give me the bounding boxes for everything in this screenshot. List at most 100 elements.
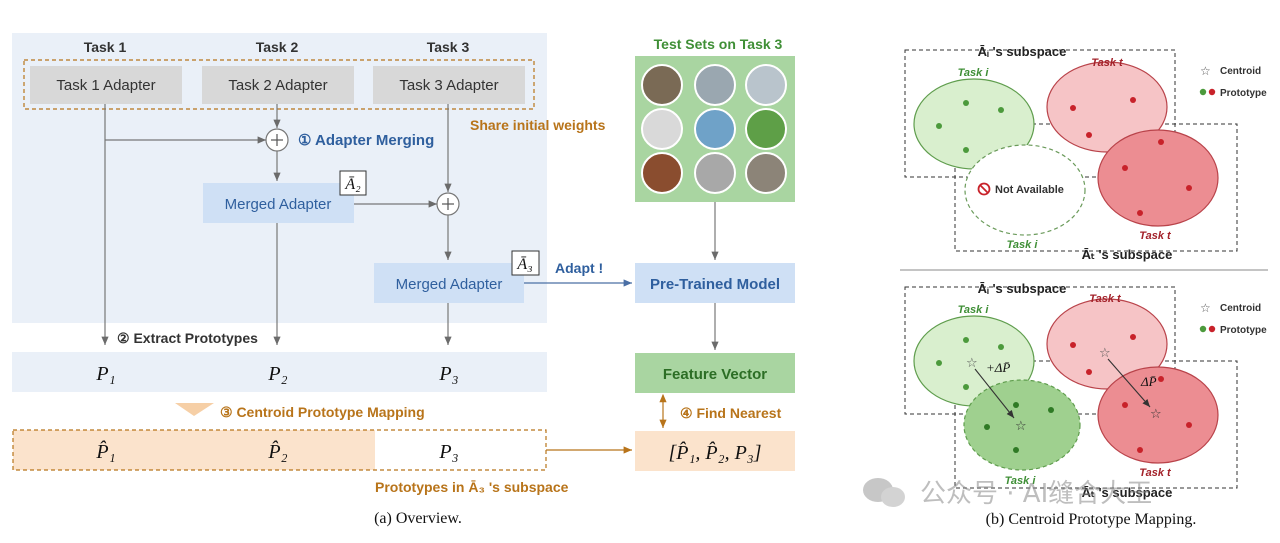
share-weights-label: Share initial weights xyxy=(470,117,606,133)
test-image-grid xyxy=(641,64,787,194)
prototype-dot xyxy=(963,337,969,343)
mapped-p3: P₃ xyxy=(438,441,458,463)
prototype-dot xyxy=(1122,165,1128,171)
task-t-label-top: Task t xyxy=(1091,57,1124,69)
prototype-dot xyxy=(936,360,942,366)
prototype-p3: P₃ xyxy=(438,363,458,385)
prototype-dot xyxy=(936,123,942,129)
test-image-dog xyxy=(694,64,736,106)
task-t-label-bottom-2: Task t xyxy=(1139,467,1172,479)
not-available-region xyxy=(964,144,1086,236)
prototype-dot xyxy=(1070,105,1076,111)
merged-adapter-1-box xyxy=(203,183,354,223)
prototype-legend-green-dot xyxy=(1199,88,1207,96)
test-image-deer xyxy=(641,108,683,150)
merged-adapter-2-box xyxy=(374,263,524,303)
prototype-dot xyxy=(1070,342,1076,348)
task3-adapter-box xyxy=(373,66,525,104)
centroid-star-icon: ☆ xyxy=(1150,407,1162,422)
not-available-label: Not Available xyxy=(995,184,1064,196)
task-t-label-top-2: Task t xyxy=(1139,230,1172,242)
prototype-dot xyxy=(1158,139,1164,145)
subspace-i-label-top: Āᵢ 's subspace xyxy=(978,44,1067,59)
subspace-t-label-bottom: Āₜ 's subspace xyxy=(1082,485,1173,500)
prototype-dot xyxy=(963,384,969,390)
task-t-cluster-top-mapped xyxy=(1097,129,1219,227)
legend-prototype-top: Prototype xyxy=(1220,88,1267,99)
wechat-watermark: 公众号 · AI缝合大王 xyxy=(863,478,1152,509)
caption-a: (a) Overview. xyxy=(374,510,462,527)
task-i-label-top-2: Task i xyxy=(1007,239,1039,251)
centroid-star-icon: ☆ xyxy=(966,356,978,371)
subspace-caption: Prototypes in Ā₃ 's subspace xyxy=(375,479,569,495)
task-header-1: Task 1 xyxy=(84,39,127,55)
delta-plus-label: +ΔP̄ xyxy=(986,360,1010,375)
centroid-star-icon: ☆ xyxy=(1015,419,1027,434)
mapped-p2: P̂₂ xyxy=(267,440,287,463)
prototype-dot xyxy=(1137,210,1143,216)
task-i-label-bottom-2: Task i xyxy=(1005,475,1037,487)
prototype-dot xyxy=(963,147,969,153)
test-image-car xyxy=(694,152,736,194)
prototype-dot xyxy=(998,344,1004,350)
prototype-dot xyxy=(1130,334,1136,340)
task-header-3: Task 3 xyxy=(427,39,470,55)
a2-symbol-box xyxy=(339,170,367,196)
prototype-dot xyxy=(1048,407,1054,413)
prototype-legend-red-dot xyxy=(1208,88,1216,96)
pretrained-model-label: Pre-Trained Model xyxy=(650,276,780,293)
subspace-i-label-bottom: Āᵢ 's subspace xyxy=(978,281,1067,296)
test-sets-title: Test Sets on Task 3 xyxy=(654,36,783,52)
task2-adapter-label: Task 2 Adapter xyxy=(228,77,327,94)
prototype-dot xyxy=(1186,185,1192,191)
test-image-horse xyxy=(641,152,683,194)
step3-centroid-mapping: ③ Centroid Prototype Mapping xyxy=(220,404,425,420)
prototype-dot xyxy=(1158,376,1164,382)
test-image-cat xyxy=(641,64,683,106)
test-image-frog xyxy=(745,108,787,150)
feature-vector-box xyxy=(635,353,795,393)
prototype-row-background xyxy=(12,352,547,392)
a3-symbol: Ā₃ xyxy=(516,256,532,273)
step4-find-nearest: ④ Find Nearest xyxy=(680,405,782,421)
prototype-legend-green-dot xyxy=(1199,325,1207,333)
prototype-dot xyxy=(1013,447,1019,453)
a3-symbol-box xyxy=(511,250,540,276)
step2-extract-prototypes: ② Extract Prototypes xyxy=(117,330,258,346)
centroid-star-icon: ☆ xyxy=(1099,346,1111,361)
prototype-p1: P₁ xyxy=(95,363,115,385)
test-image-plane xyxy=(745,152,787,194)
task-i-cluster-bottom-mapped xyxy=(963,379,1081,471)
watermark-text: 公众号 · AI缝合大王 xyxy=(920,479,1152,509)
mapped-row-fill xyxy=(13,430,375,470)
a2-symbol: Ā₂ xyxy=(344,176,361,193)
prototype-dot xyxy=(1086,369,1092,375)
centroid-mapping-arrow-shape xyxy=(175,403,214,416)
subspace-t-label-top: Āₜ 's subspace xyxy=(1082,247,1173,262)
adapter-group-border xyxy=(23,59,535,110)
prototype-dot xyxy=(1086,132,1092,138)
centroid-star-icon: ☆ xyxy=(1200,64,1211,78)
legend-centroid-top: Centroid xyxy=(1220,66,1261,77)
nearest-set-label: [P̂₁, P̂₂, P₃] xyxy=(668,441,761,464)
prototype-dot xyxy=(1122,402,1128,408)
task-t-cluster-bottom-mapped xyxy=(1097,366,1219,464)
adapt-label: Adapt ! xyxy=(555,260,603,276)
task3-adapter-label: Task 3 Adapter xyxy=(399,77,498,94)
prototype-dot xyxy=(1130,97,1136,103)
prototype-dot xyxy=(1186,422,1192,428)
not-available-icon xyxy=(977,182,991,196)
nearest-set-box xyxy=(635,431,795,471)
centroid-star-icon: ☆ xyxy=(1200,301,1211,315)
test-image-ship xyxy=(694,108,736,150)
merged-adapter-1-label: Merged Adapter xyxy=(225,196,332,213)
prototype-dot xyxy=(963,100,969,106)
delta-label: ΔP̄ xyxy=(1140,374,1157,389)
mapped-p1: P̂₁ xyxy=(95,440,115,463)
caption-b: (b) Centroid Prototype Mapping. xyxy=(986,511,1197,528)
prototype-legend-red-dot xyxy=(1208,325,1216,333)
task1-adapter-label: Task 1 Adapter xyxy=(56,77,155,94)
task-i-label-bottom: Task i xyxy=(958,304,990,316)
prototype-dot xyxy=(998,107,1004,113)
